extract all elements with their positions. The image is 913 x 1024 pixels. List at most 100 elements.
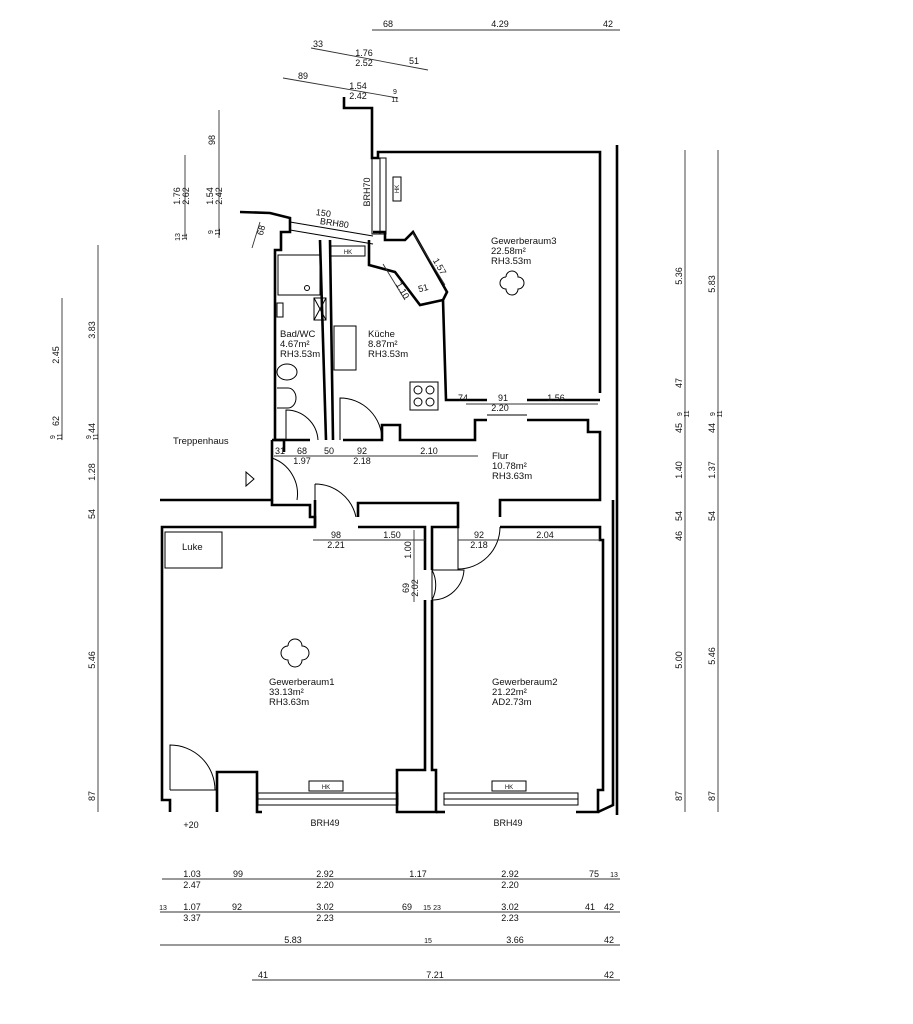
sill-height-label: BRH80 bbox=[319, 216, 349, 230]
connecting-door[interactable] bbox=[431, 569, 465, 601]
dimension-label: 3.37 bbox=[183, 913, 201, 923]
dimension-label: 2.92 bbox=[316, 869, 334, 879]
stair-arrow-icon bbox=[245, 470, 255, 488]
dimension-label: 68 bbox=[255, 224, 267, 236]
room-gewerberaum1: Gewerberaum1 33.13m² RH3.63m bbox=[269, 677, 334, 708]
room-height: AD2.73m bbox=[492, 697, 532, 708]
room-area: 8.87m² bbox=[368, 339, 398, 350]
sill-height-label: BRH49 bbox=[493, 818, 522, 828]
heater-label: HK bbox=[505, 785, 513, 791]
dimension-label: 1.76 bbox=[172, 187, 182, 205]
bottom-dimensions: 1.03 2.47 99 2.92 2.20 1.17 2.92 2.20 75… bbox=[159, 869, 618, 980]
dimension-label: 92 bbox=[232, 902, 242, 912]
dimension-label: 5.83 bbox=[707, 275, 717, 293]
dimension-label: 2.23 bbox=[316, 913, 334, 923]
room-height: RH3.53m bbox=[280, 349, 320, 360]
dimension-label: 91 bbox=[498, 393, 508, 403]
left-dimensions: 98 1.54 2.42 9 11 1.76 2.62 13 11 2.45 6… bbox=[50, 135, 224, 801]
dimension-label: 7.21 bbox=[426, 970, 444, 980]
room2-door[interactable] bbox=[457, 526, 501, 570]
dimension-label: 5.46 bbox=[87, 651, 97, 669]
room-gewerberaum3: Gewerberaum3 22.58m² RH3.53m bbox=[491, 236, 556, 267]
dimension-label: 4.29 bbox=[491, 19, 509, 29]
dimension-label: 2.42 bbox=[349, 91, 367, 101]
dimension-label: 9 bbox=[86, 435, 93, 439]
top-dimensions: 68 4.29 42 33 1.76 2.52 51 89 1.54 2.42 … bbox=[298, 19, 613, 104]
heater-label: HK bbox=[322, 785, 330, 791]
dimension-label: 2.21 bbox=[327, 540, 345, 550]
room-height: RH3.53m bbox=[368, 349, 408, 360]
entrance-door[interactable] bbox=[169, 744, 216, 791]
dimension-label: 2.62 bbox=[181, 187, 191, 205]
dimension-label: 2.18 bbox=[353, 456, 371, 466]
dimension-label: 2.92 bbox=[501, 869, 519, 879]
dimension-lines bbox=[61, 29, 719, 981]
toilet-icon bbox=[276, 363, 298, 381]
dimension-label: 2.20 bbox=[491, 403, 509, 413]
room-kueche: Küche 8.87m² RH3.53m bbox=[368, 329, 408, 360]
dimension-label: 3.02 bbox=[316, 902, 334, 912]
room-area: 4.67m² bbox=[280, 339, 310, 350]
annotations: Treppenhaus Luke HK HK HK HK BRH49 BRH49… bbox=[173, 177, 523, 830]
room-name: Gewerberaum1 bbox=[269, 677, 334, 688]
stove-icon bbox=[409, 381, 439, 411]
heater-box bbox=[308, 780, 344, 792]
dimension-label: 1.07 bbox=[183, 902, 201, 912]
fixtures bbox=[164, 176, 527, 792]
dimension-label: 150 bbox=[315, 207, 331, 219]
dimension-label: 13 bbox=[610, 872, 618, 879]
dimension-label: 11 bbox=[717, 410, 724, 417]
dimension-label: 5.36 bbox=[674, 267, 684, 285]
stair-door[interactable] bbox=[271, 457, 298, 501]
bath-door[interactable] bbox=[285, 409, 319, 441]
room-name: Bad/WC bbox=[280, 329, 316, 340]
sill-height-label: BRH49 bbox=[310, 818, 339, 828]
room-area: 22.58m² bbox=[491, 246, 526, 257]
dimension-label: 54 bbox=[87, 509, 97, 519]
room-name: Küche bbox=[368, 329, 395, 340]
dimension-label: 11 bbox=[215, 228, 222, 235]
heater-box bbox=[491, 780, 527, 792]
dimension-label: 2.20 bbox=[316, 880, 334, 890]
kitchen-door[interactable] bbox=[339, 397, 383, 441]
dimension-label: 2.04 bbox=[536, 530, 554, 540]
room-area: 10.78m² bbox=[492, 461, 527, 472]
room1-door[interactable] bbox=[314, 483, 357, 518]
dimension-label: 9 bbox=[393, 89, 397, 96]
dimension-label: 98 bbox=[207, 135, 217, 145]
dimension-label: 1.76 bbox=[355, 48, 373, 58]
dimension-label: 33 bbox=[313, 39, 323, 49]
dimension-label: 2.10 bbox=[420, 446, 438, 456]
dimension-label: 31 bbox=[275, 446, 285, 456]
room-height: RH3.53m bbox=[491, 256, 531, 267]
heater-box bbox=[392, 176, 402, 202]
dimension-label: 41 bbox=[258, 970, 268, 980]
dimension-label: 2.20 bbox=[501, 880, 519, 890]
dimension-label: 1.03 bbox=[183, 869, 201, 879]
dimension-label: 74 bbox=[458, 393, 468, 403]
dimension-label: 1.00 bbox=[403, 541, 413, 559]
hatch-label: Luke bbox=[182, 542, 203, 553]
dimension-label: 42 bbox=[604, 902, 614, 912]
dimension-label: 2.02 bbox=[410, 579, 420, 597]
dimension-label: 11 bbox=[93, 433, 100, 440]
dimension-label: 54 bbox=[707, 511, 717, 521]
dimension-label: 11 bbox=[57, 433, 64, 440]
dimension-label: 2.23 bbox=[501, 913, 519, 923]
doors[interactable] bbox=[169, 397, 501, 791]
sink-icon bbox=[333, 325, 357, 371]
dimension-label: 41 bbox=[585, 902, 595, 912]
dimension-label: 1.54 bbox=[349, 81, 367, 91]
dimension-label: 15 bbox=[424, 938, 432, 945]
dimension-label: 45 bbox=[674, 423, 684, 433]
dimension-label: 2.18 bbox=[470, 540, 488, 550]
room-height: RH3.63m bbox=[492, 471, 532, 482]
dimension-label: 87 bbox=[707, 791, 717, 801]
dimension-label: 87 bbox=[674, 791, 684, 801]
dimension-label: 99 bbox=[233, 869, 243, 879]
dimension-label: 51 bbox=[409, 56, 419, 66]
sill-height-label: BRH70 bbox=[362, 177, 372, 206]
dimension-label: 3.83 bbox=[87, 321, 97, 339]
dimension-label: 50 bbox=[324, 446, 334, 456]
